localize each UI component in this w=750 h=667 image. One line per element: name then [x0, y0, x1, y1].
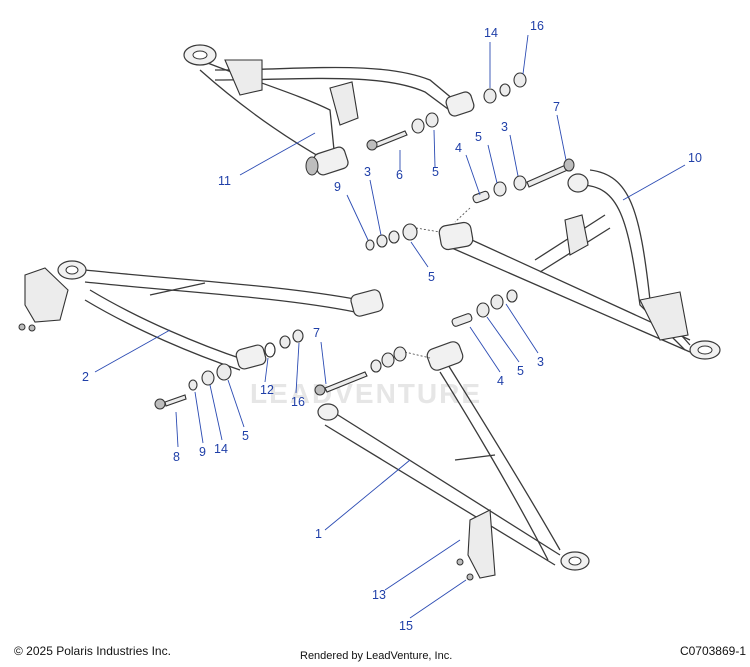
copyright-text: © 2025 Polaris Industries Inc. [14, 644, 171, 658]
callout-10: 10 [688, 151, 702, 165]
callout-5: 5 [242, 429, 249, 443]
callout-16: 16 [291, 395, 305, 409]
leader-lines [94, 34, 686, 619]
callout-1: 1 [315, 527, 322, 541]
a-arm-lower-left [18, 260, 384, 371]
callout-12: 12 [260, 383, 274, 397]
callout-14: 14 [214, 442, 228, 456]
callout-8: 8 [173, 450, 180, 464]
callout-6: 6 [396, 168, 403, 182]
callout-15: 15 [399, 619, 413, 633]
callout-16: 16 [530, 19, 544, 33]
callout-3: 3 [537, 355, 544, 369]
drawing-code: C0703869-1 [679, 644, 746, 658]
callout-14: 14 [484, 26, 498, 40]
callout-3: 3 [364, 165, 371, 179]
callout-13: 13 [372, 588, 386, 602]
watermark: LEADVENTURE [250, 378, 483, 409]
callout-7: 7 [553, 100, 560, 114]
a-arm-upper-right [438, 169, 721, 360]
callout-4: 4 [497, 374, 504, 388]
callout-7: 7 [313, 326, 320, 340]
a-arm-lower-right [317, 341, 590, 579]
callout-9: 9 [334, 180, 341, 194]
callout-3: 3 [501, 120, 508, 134]
callout-11: 11 [218, 174, 231, 188]
callout-9: 9 [199, 445, 206, 459]
callout-2: 2 [82, 370, 89, 384]
rendered-by-text: Rendered by LeadVenture, Inc. [300, 650, 453, 662]
callout-5: 5 [517, 364, 524, 378]
callout-4: 4 [455, 141, 462, 155]
callout-labels: 14 16 7 10 11 6 5 5 3 4 3 9 5 2 7 4 5 3 … [82, 19, 702, 633]
callout-5: 5 [432, 165, 439, 179]
callout-5: 5 [428, 270, 435, 284]
callout-5: 5 [475, 130, 482, 144]
hardware [154, 72, 575, 581]
a-arm-upper-left [183, 44, 475, 176]
